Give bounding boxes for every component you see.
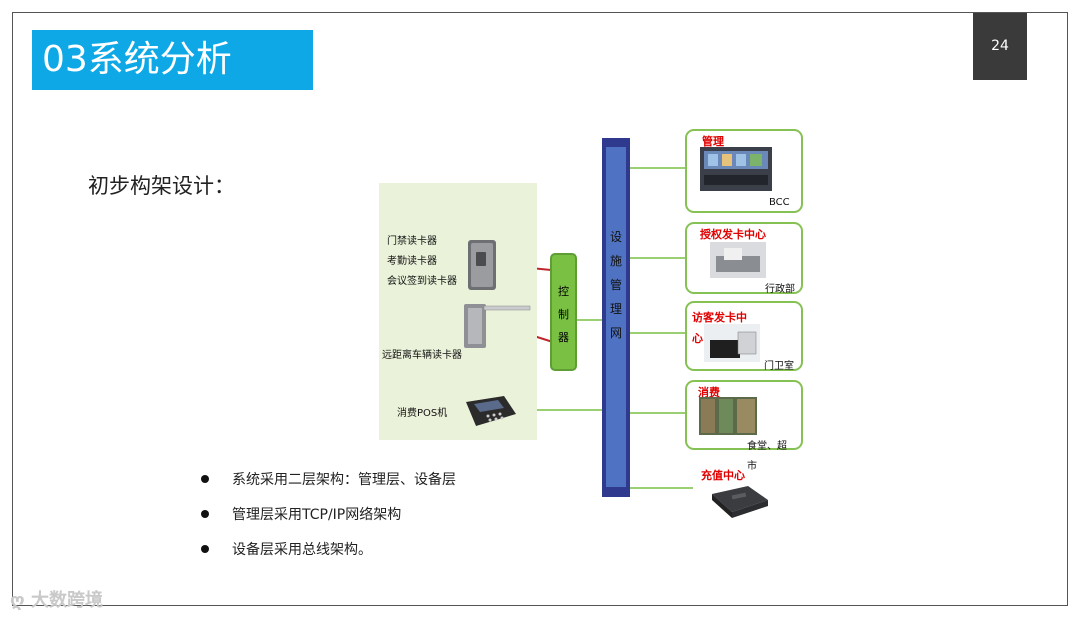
bullet-dot xyxy=(201,545,209,553)
consume-sub: 食堂、超 xyxy=(747,437,787,452)
network-char: 网 xyxy=(604,321,628,345)
bullet-text: 管理层采用TCP/IP网络架构 xyxy=(232,504,401,524)
meeting-reader-label: 会议签到读卡器 xyxy=(387,276,457,288)
supermarket-image xyxy=(699,397,757,435)
network-char: 设 xyxy=(604,225,628,249)
visitor-card-title: 访客发卡中 xyxy=(692,309,747,325)
watermark: ღ 大数跨境 xyxy=(10,586,103,612)
network-char: 理 xyxy=(604,297,628,321)
network-char: 施 xyxy=(604,249,628,273)
visitor-card-title-cont: 心 xyxy=(692,330,703,346)
controller-char: 控 xyxy=(550,280,577,303)
attendance-reader-label: 考勤读卡器 xyxy=(387,256,437,268)
bullet-dot xyxy=(201,475,209,483)
bullet-text: 设备层采用总线架构。 xyxy=(232,539,372,559)
watermark-logo-icon: ღ xyxy=(10,590,25,611)
network-label: 设 施 管 理 网 xyxy=(604,225,628,345)
door-reader-label: 门禁读卡器 xyxy=(387,236,437,248)
desktop-reader-icon xyxy=(708,482,772,522)
recharge-title: 充值中心 xyxy=(701,467,745,483)
controller-char: 制 xyxy=(550,303,577,326)
consume-sub-cont: 市 xyxy=(747,457,757,472)
vehicle-reader-label: 远距离车辆读卡器 xyxy=(382,350,462,362)
control-room-image xyxy=(700,147,772,191)
auth-card-title: 授权发卡中心 xyxy=(700,226,766,242)
controller-label: 控 制 器 xyxy=(550,280,577,349)
management-sub: BCC xyxy=(769,197,790,208)
visitor-card-sub: 门卫室 xyxy=(764,357,794,372)
controller-char: 器 xyxy=(550,326,577,349)
card-reader-icon xyxy=(466,238,500,293)
network-char: 管 xyxy=(604,273,628,297)
bullet-dot xyxy=(201,510,209,518)
visitor-device-image xyxy=(704,324,760,362)
barrier-gate-icon xyxy=(460,296,532,351)
watermark-text: 大数跨境 xyxy=(31,590,103,611)
card-issue-image xyxy=(710,242,766,278)
pos-terminal-icon xyxy=(460,392,518,430)
auth-card-sub: 行政部 xyxy=(765,280,795,295)
pos-label: 消费POS机 xyxy=(397,408,447,420)
bullet-text: 系统采用二层架构：管理层、设备层 xyxy=(232,469,456,489)
